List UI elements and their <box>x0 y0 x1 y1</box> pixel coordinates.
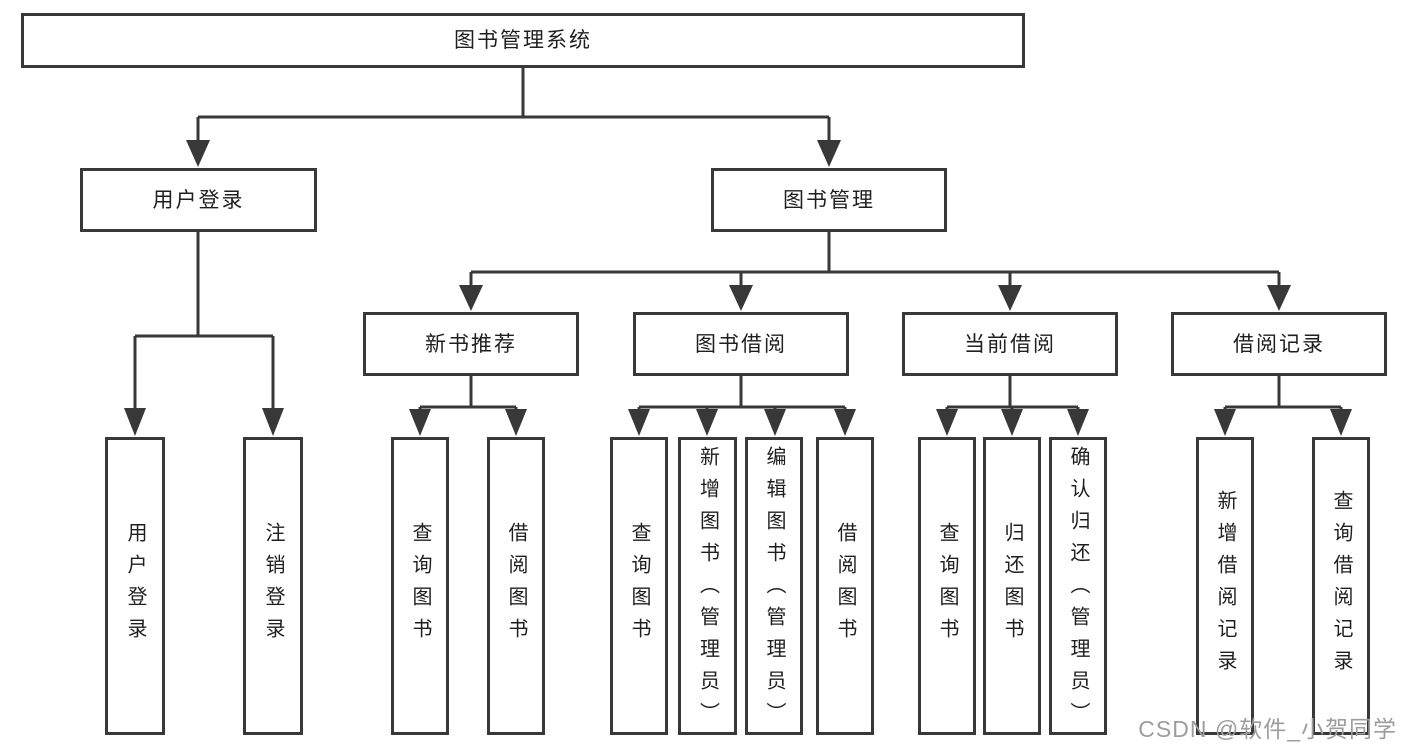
arrowhead-icon <box>696 409 718 436</box>
arrowhead-icon <box>764 409 786 436</box>
leaf-borrow-books-2: 借阅图书 <box>816 437 874 735</box>
arrowhead-icon <box>1267 285 1291 311</box>
arrowhead-icon <box>186 140 210 167</box>
leaf-edit-books-admin: 编辑图书（管理员） <box>745 437 803 735</box>
arrowhead-icon <box>834 409 856 436</box>
leaf-query-books-2: 查询图书 <box>610 437 668 735</box>
node-user-login: 用户登录 <box>80 168 317 232</box>
arrowhead-icon <box>817 140 841 167</box>
arrowhead-icon <box>729 285 753 311</box>
leaf-add-borrow-record: 新增借阅记录 <box>1196 437 1254 735</box>
connector-bookmgmt-to-level3 <box>469 232 1281 288</box>
arrowhead-icon <box>936 409 958 436</box>
node-new-book-recommend: 新书推荐 <box>363 312 579 376</box>
arrowhead-icon <box>1330 409 1352 436</box>
leaf-query-borrow-record: 查询借阅记录 <box>1312 437 1370 735</box>
arrowhead-icon <box>1001 409 1023 436</box>
node-borrow-records: 借阅记录 <box>1171 312 1387 376</box>
arrowhead-icon <box>409 409 431 436</box>
arrowhead-icon <box>124 408 146 436</box>
node-root: 图书管理系统 <box>21 13 1025 68</box>
connector-root-to-level2 <box>196 68 831 144</box>
leaf-add-books-admin: 新增图书（管理员） <box>678 437 737 735</box>
arrowhead-icon <box>262 408 284 436</box>
arrowhead-icon <box>505 409 527 436</box>
watermark: CSDN @软件_小贺同学 <box>1138 716 1397 742</box>
node-book-borrow: 图书借阅 <box>633 312 849 376</box>
arrowhead-icon <box>1067 409 1089 436</box>
node-book-management: 图书管理 <box>711 168 947 232</box>
arrowhead-icon <box>998 285 1022 311</box>
connector-leaf-stems <box>418 407 1343 416</box>
leaf-borrow-books-1: 借阅图书 <box>487 437 545 735</box>
leaf-confirm-return-admin: 确认归还（管理员） <box>1049 437 1107 735</box>
leaf-query-books-1: 查询图书 <box>391 437 449 735</box>
leaf-query-books-3: 查询图书 <box>918 437 976 735</box>
leaf-user-login: 用户登录 <box>105 437 165 735</box>
leaf-logout: 注销登录 <box>243 437 303 735</box>
arrowheads <box>124 140 1352 436</box>
connector-level3-stubs <box>469 376 1281 407</box>
connector-userlogin-group <box>133 232 275 414</box>
arrowhead-icon <box>628 409 650 436</box>
arrowhead-icon <box>459 285 483 311</box>
node-current-borrow: 当前借阅 <box>902 312 1118 376</box>
arrowhead-icon <box>1214 409 1236 436</box>
leaf-return-books: 归还图书 <box>983 437 1041 735</box>
